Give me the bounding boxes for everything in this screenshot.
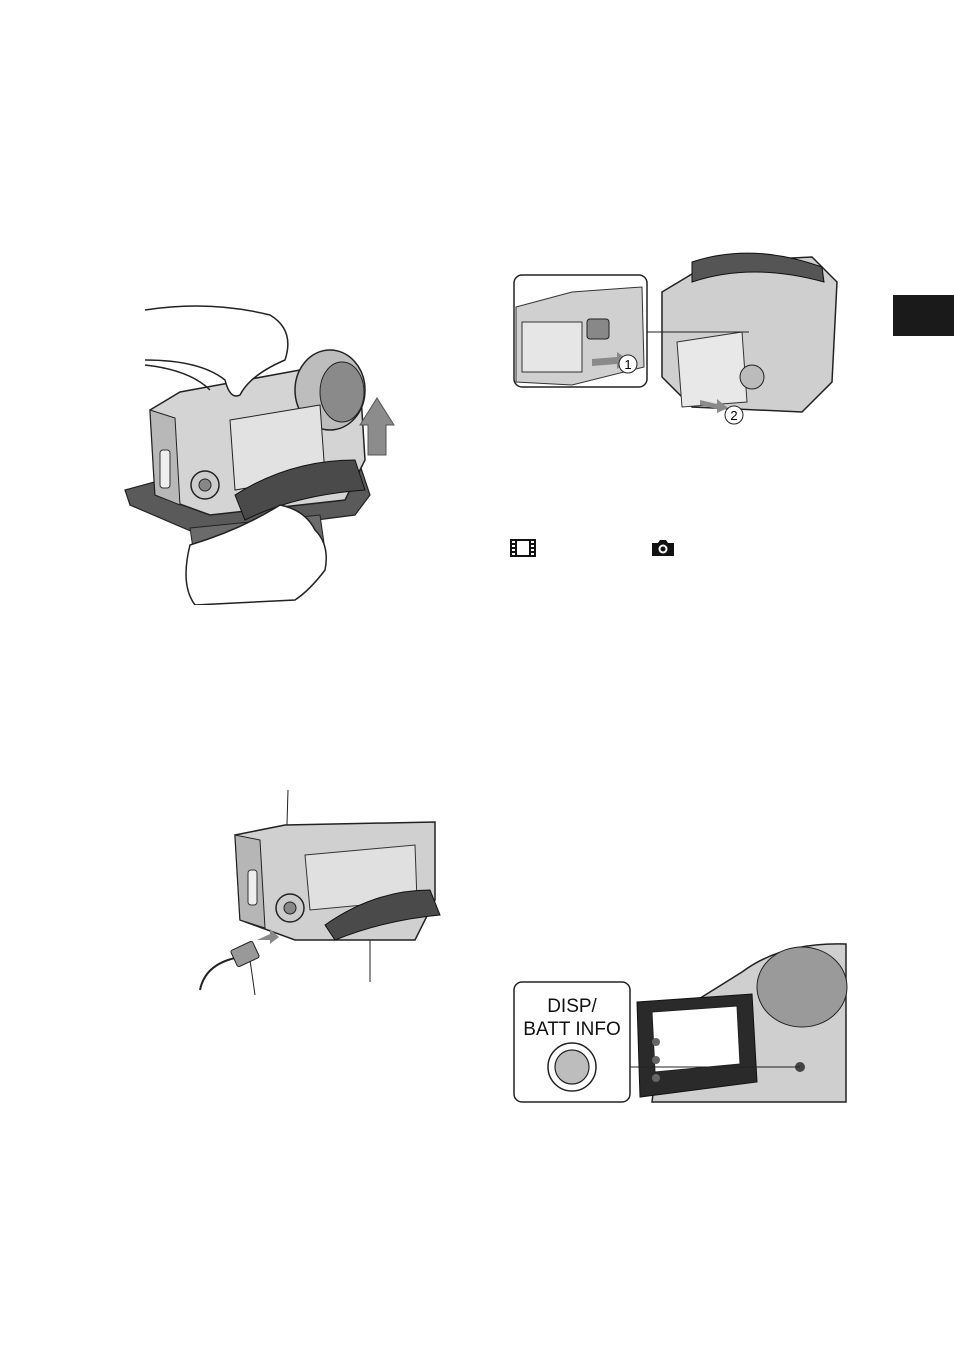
disp-label-line1: DISP/ [547,996,597,1017]
figure-connector-cable [195,790,445,1000]
step-2-label: 2 [730,408,737,423]
section-tab [893,295,954,336]
figure-disp-button: DISP/ BATT INFO [512,942,848,1104]
camera-icon [650,539,676,557]
battery-release-illustration: 1 2 [512,247,847,427]
step-1-label: 1 [624,357,631,372]
movie-film-icon [510,539,536,557]
disp-button-illustration: DISP/ BATT INFO [512,942,848,1104]
disp-label-line2: BATT INFO [523,1019,620,1040]
camcorder-station-illustration [120,300,420,605]
connector-cable-illustration [195,790,445,1000]
figure-remove-from-station [120,300,420,605]
disp-button [555,1050,589,1084]
figure-battery-release: 1 2 [512,247,847,427]
